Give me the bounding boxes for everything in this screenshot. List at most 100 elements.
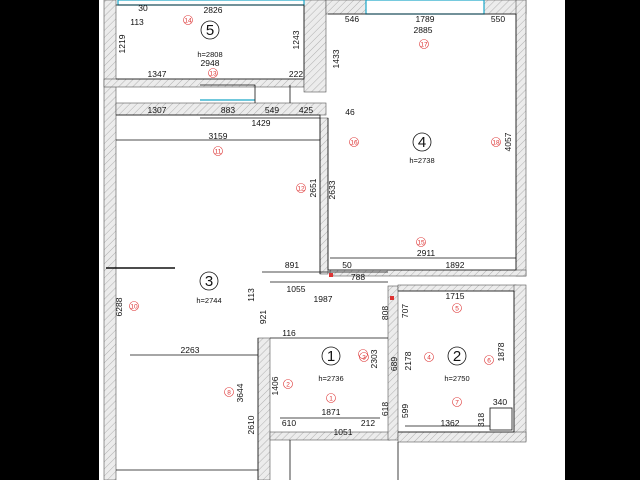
wall-room2-left [387,285,399,441]
dimension: 1429 [252,118,271,128]
dimension: 340 [493,397,507,407]
room-height: h=2808 [197,50,222,59]
dimension: 425 [299,105,313,115]
wall-number: 11 [215,149,222,156]
wall-number: 2 [286,382,290,389]
room-number: 1 [327,348,335,365]
wall-room1-bottom [269,431,391,441]
wall-number: 10 [130,304,138,311]
corner-markers [329,273,394,300]
lower-wall-lines [116,440,399,480]
wall-number: 3 [362,355,366,362]
wall-number: 18 [492,140,500,147]
wall-room5-left [103,0,117,86]
wall-number: 14 [184,18,192,25]
dimension: 2633 [327,180,337,199]
dimension: 1892 [446,260,465,270]
dimension: 1871 [322,407,341,417]
dimension: 2303 [369,349,379,368]
room-number: 2 [453,348,461,365]
dimension: 3644 [235,383,245,402]
dimension: 1055 [287,284,306,294]
wall-number-markers [129,15,501,407]
dimension: 883 [221,105,235,115]
dimension: 788 [351,272,365,282]
wall-number: 5 [455,306,459,313]
dimension: 4057 [503,132,513,151]
dimension: 618 [380,402,390,416]
dimension: 113 [130,17,144,27]
wall-number: 16 [350,140,358,147]
wall-number: 12 [297,186,305,193]
wall-number: 13 [209,71,217,78]
wall-room4-right [515,0,527,277]
wall-room5-bottom [103,78,305,88]
dimension: 222 [289,69,303,79]
room-height: h=2738 [409,156,434,165]
room-number: 5 [206,22,214,39]
dimension: 2885 [414,25,433,35]
dimension: 549 [265,105,279,115]
window-room4 [365,0,485,15]
dimension: 50 [342,260,352,270]
dimension: 921 [258,310,268,324]
dimension: 2178 [403,351,413,370]
wall-numbers: 1 2 3 4 5 6 7 8 10 11 12 13 14 15 16 17 … [130,18,500,407]
dimensions-horizontal: 30 2826 113 2948 1347 222 546 1789 550 2… [130,3,507,437]
wall-number: 15 [417,240,425,247]
dimension: 1362 [441,418,460,428]
room-height: h=2736 [318,374,343,383]
dimension: 1347 [148,69,167,79]
dimension: 1433 [331,49,341,68]
dimension: 808 [380,306,390,320]
wall-room1-left [257,337,271,480]
dimension: 6288 [114,297,124,316]
dimension: 2610 [246,415,256,434]
dimension: 2948 [201,58,220,68]
dimension: 1789 [416,14,435,24]
dimension: 550 [491,14,505,24]
dimension: 2263 [181,345,200,355]
dimension: 113 [246,288,256,302]
dimension: 891 [285,260,299,270]
dimension: 707 [400,304,410,318]
room-number: 4 [418,134,426,151]
dimension: 3159 [209,131,228,141]
dimension: 689 [389,357,399,371]
dimension: 599 [400,404,410,418]
outer-wall-left [103,84,117,480]
dimension: 2911 [417,248,436,258]
ventilation-shaft [489,407,513,431]
dimension: 1987 [314,294,333,304]
dimension: 610 [282,418,296,428]
wall-number: 17 [420,42,428,49]
dimension: 1878 [496,342,506,361]
room-height: h=2744 [196,296,221,305]
wall-room2-bottom [397,431,527,443]
room-height: h=2750 [444,374,469,383]
room-outlines [106,4,517,480]
dimension: 1406 [270,376,280,395]
room-labels: 5 h=2808 4 h=2738 3 h=2744 1 h=2736 2 h=… [196,20,470,383]
dimension: 116 [282,328,296,338]
dimension: 318 [476,413,486,427]
wall-number: 8 [227,390,231,397]
dimension: 2826 [204,5,223,15]
dimension: 2651 [308,178,318,197]
dimension: 1219 [117,34,127,53]
wall-room2-right [513,284,527,442]
wall-number: 7 [455,400,459,407]
wall-number: 4 [427,355,431,362]
dimension: 30 [138,3,148,13]
dimension: 1051 [334,427,353,437]
wall-number: 1 [329,396,333,403]
dimension: 46 [345,107,355,117]
dimension: 1715 [446,291,465,301]
dimension: 546 [345,14,359,24]
room-number: 3 [205,273,213,290]
dimension: 212 [361,418,375,428]
dimensions-vertical: 1219 1243 1433 4057 2651 2633 6288 113 9… [114,30,513,434]
wall-number: 6 [487,358,491,365]
dimension: 1243 [291,30,301,49]
